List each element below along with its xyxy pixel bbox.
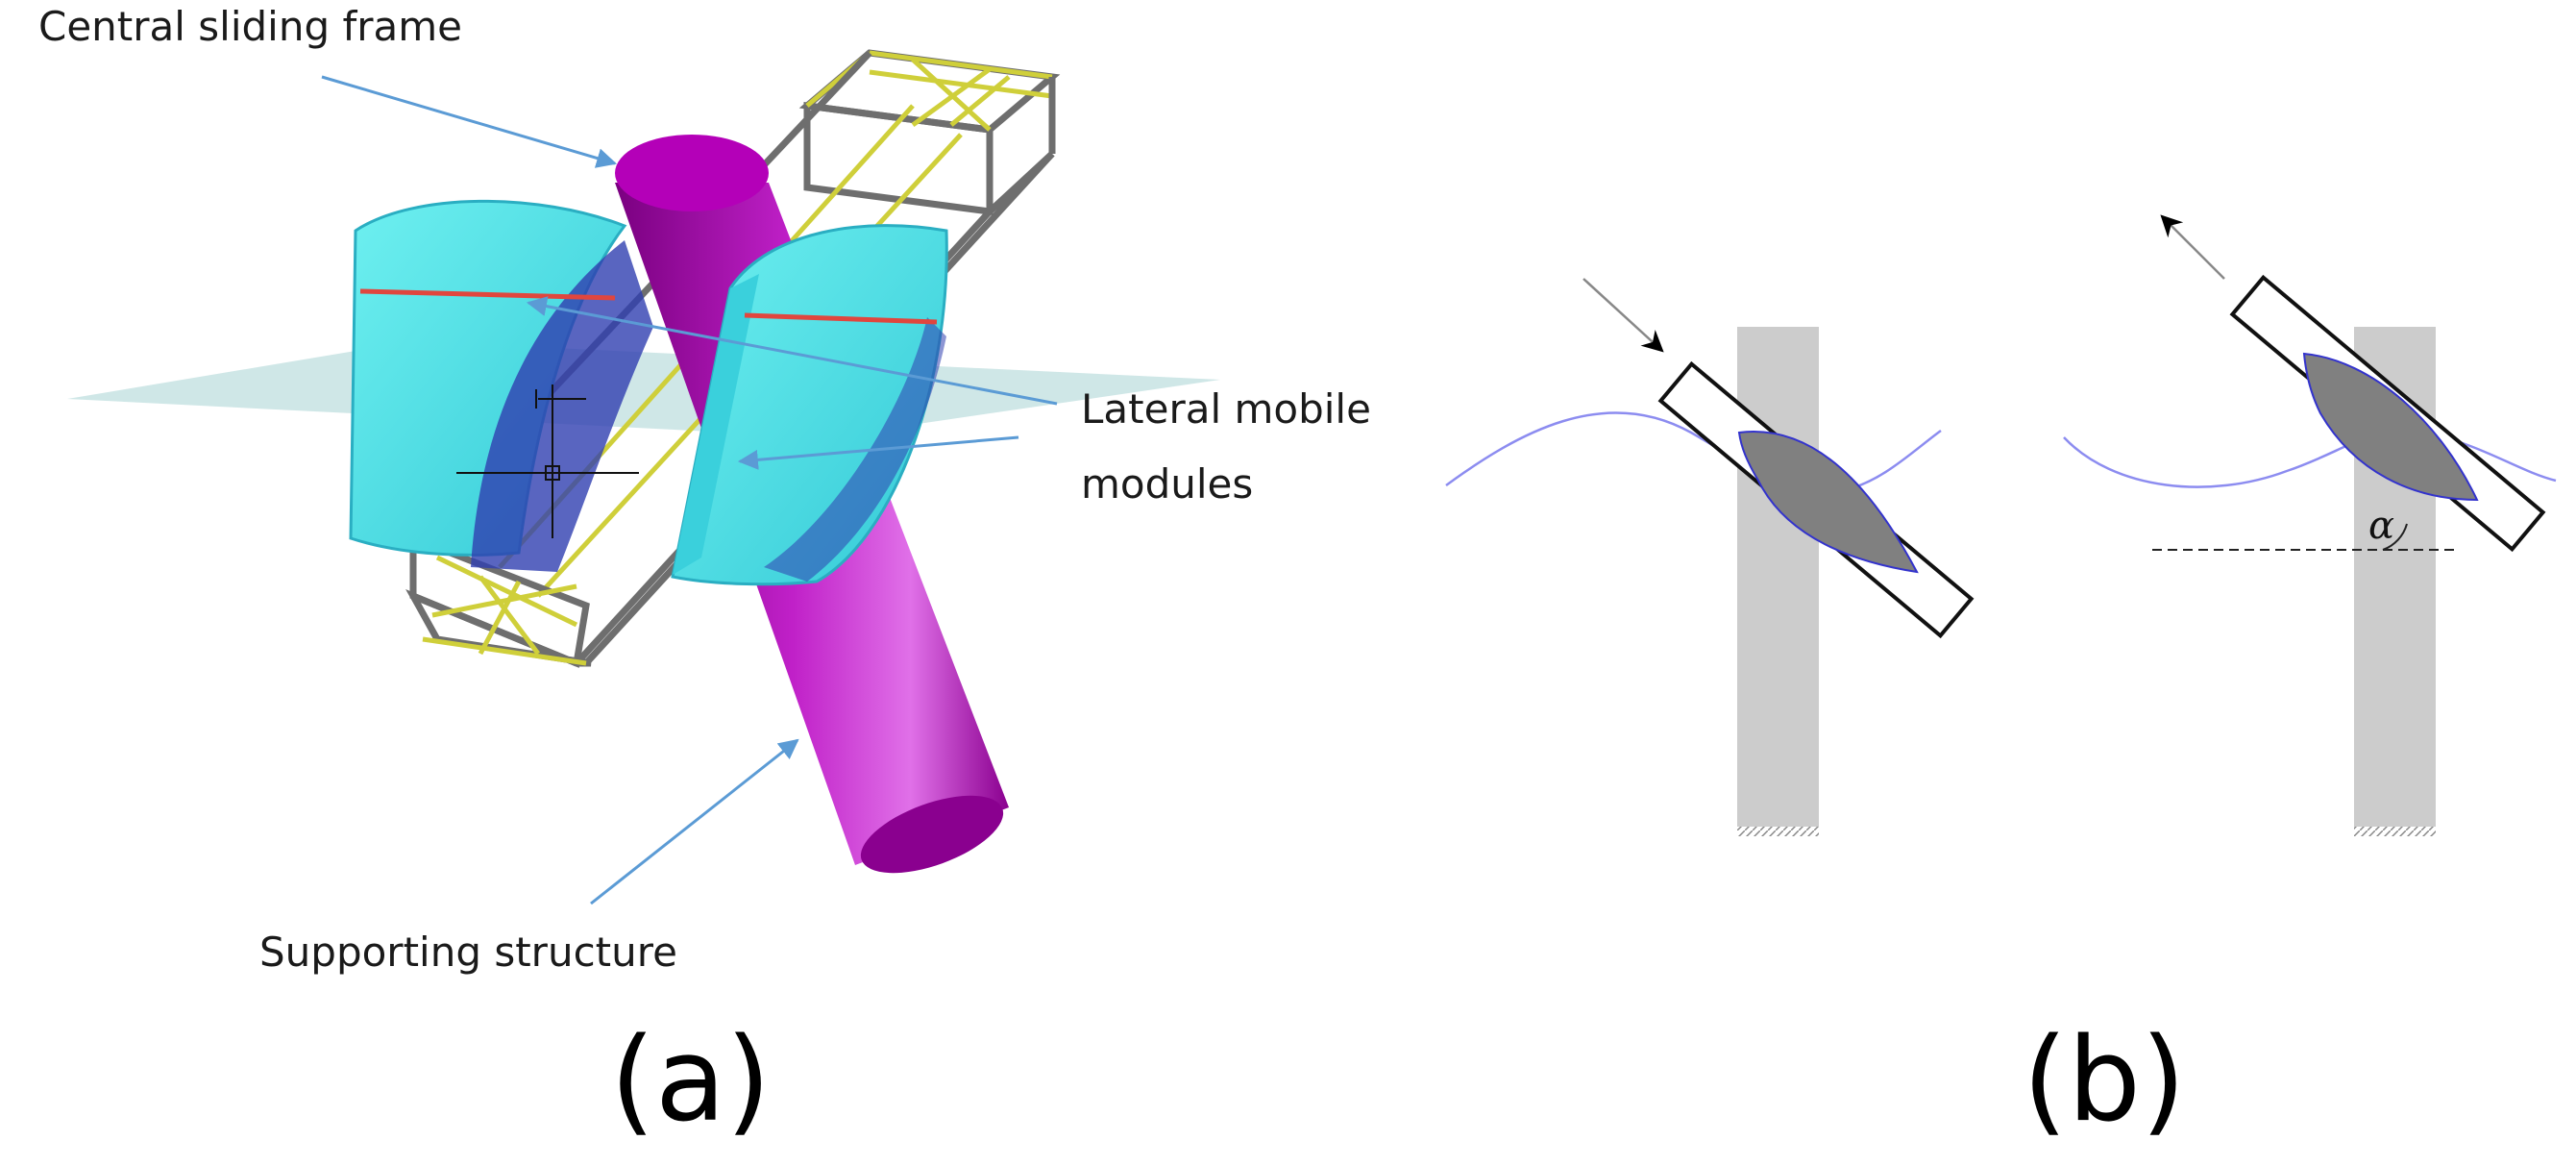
label-supporting-structure: Supporting structure [259, 929, 677, 976]
lateral-module-right [671, 224, 948, 586]
wave-line [2063, 429, 2557, 488]
lens-section [2302, 352, 2479, 502]
lateral-module-left [349, 199, 653, 572]
motion-arrow-out [2160, 214, 2225, 280]
caption-a: (a) [610, 1014, 771, 1148]
cylinder-top-face [615, 135, 769, 211]
scheme-right: α [2063, 214, 2557, 836]
coordinate-axes-icon [456, 384, 639, 538]
annotation-arrows [321, 75, 1058, 905]
label-lateral-mobile-modules-2: modules [1081, 460, 1253, 508]
motion-arrow-in [1582, 278, 1664, 353]
arrow-central-frame [321, 75, 618, 168]
support-column [1737, 327, 1819, 827]
angle-alpha-symbol: α [2368, 504, 2394, 548]
label-lateral-mobile-modules-1: Lateral mobile [1081, 385, 1371, 433]
arrow-supporting-structure [590, 738, 799, 905]
arrow-lateral-module-1 [526, 296, 1058, 406]
panel-b-illustration: α (b) [1445, 214, 2557, 1148]
scheme-left [1445, 278, 1975, 836]
caption-b: (b) [2023, 1014, 2186, 1148]
angle-arc [2382, 523, 2408, 551]
horizontal-plane [67, 341, 1220, 437]
panel-a-illustration: Central sliding frame Lateral mobile mod… [38, 3, 1371, 1148]
arrow-lateral-module-2 [737, 435, 1019, 470]
label-central-sliding-frame: Central sliding frame [38, 3, 462, 50]
lens-section [1737, 431, 1919, 574]
